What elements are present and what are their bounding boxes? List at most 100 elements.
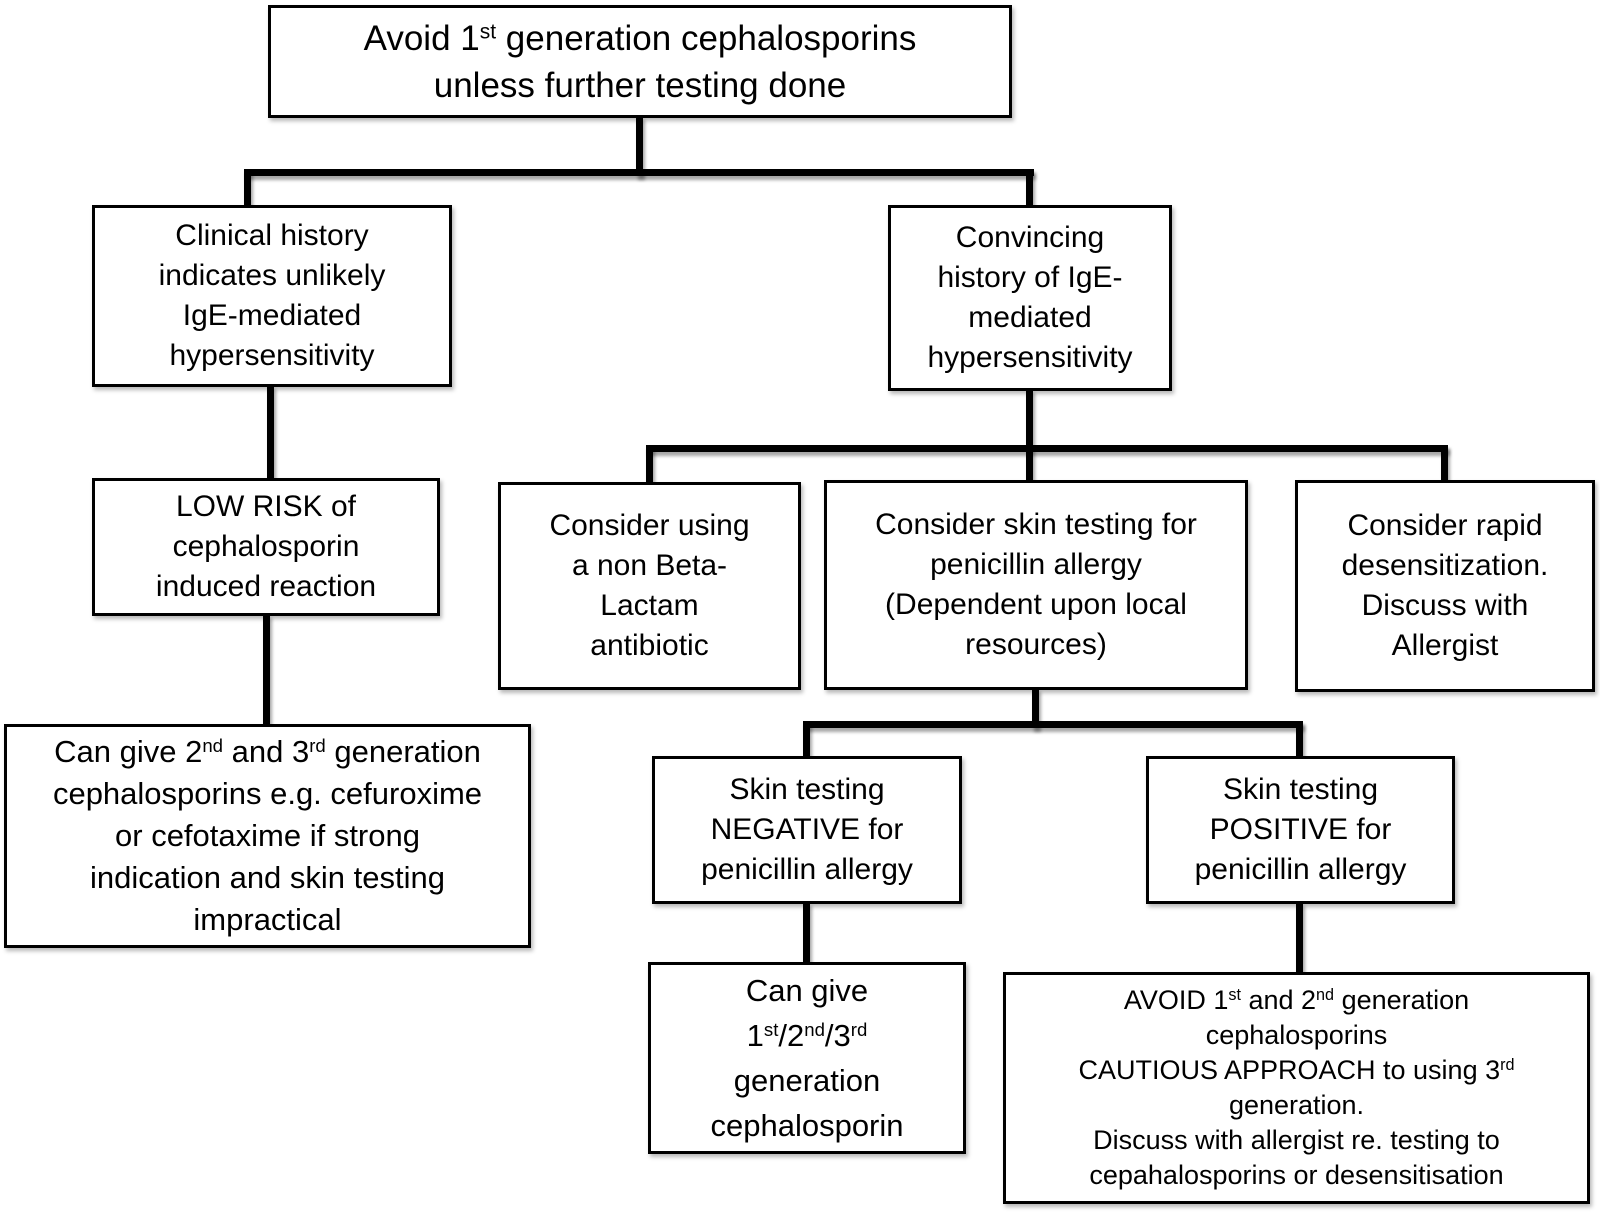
text-segment: Lactam xyxy=(600,589,699,622)
text-segment: generation cephalosporins xyxy=(496,18,917,58)
text-segment: Avoid 1 xyxy=(363,18,480,58)
text-segment: mediated xyxy=(968,301,1092,334)
text-segment: cephalosporin xyxy=(172,530,360,563)
connector-drop-rapid xyxy=(1441,445,1448,482)
text-line: mediated xyxy=(968,298,1091,338)
text-line: Discuss with xyxy=(1362,586,1529,626)
text-line: cephalosporins e.g. cefuroxime xyxy=(53,773,482,815)
connector-skintesting-stem xyxy=(1032,688,1039,728)
text-segment: generation xyxy=(1334,985,1470,1015)
text-line: generation. xyxy=(1229,1088,1364,1123)
text-line: induced reaction xyxy=(156,567,376,607)
superscript-ordinal: nd xyxy=(1316,986,1335,1005)
text-line: generation xyxy=(734,1058,881,1103)
text-line: Convincing xyxy=(956,218,1104,258)
text-segment: or cefotaxime if strong xyxy=(115,818,420,853)
text-segment: POSITIVE for xyxy=(1209,813,1392,846)
text-segment: (Dependent upon local xyxy=(885,588,1187,621)
text-line: CAUTIOUS APPROACH to using 3rd xyxy=(1078,1053,1514,1088)
text-segment: impractical xyxy=(193,902,342,937)
connector-level2-horizontal xyxy=(646,445,1448,452)
text-line: hypersensitivity xyxy=(169,336,374,376)
text-line: POSITIVE for xyxy=(1210,810,1392,850)
text-line: antibiotic xyxy=(590,626,708,666)
text-line: indicates unlikely xyxy=(159,256,386,296)
text-segment: /3 xyxy=(824,1018,851,1053)
connector-lowrisk-to-cangive xyxy=(263,614,270,726)
connector-positive-to-avoid xyxy=(1296,902,1303,974)
text-segment: generation xyxy=(325,734,481,769)
text-segment: Allergist xyxy=(1391,629,1499,662)
connector-drop-positive xyxy=(1296,721,1303,758)
text-line: (Dependent upon local xyxy=(885,585,1187,625)
connector-level1-horizontal xyxy=(244,169,1034,176)
connector-convincing-stem xyxy=(1026,389,1033,484)
text-segment: and 2 xyxy=(1240,985,1317,1015)
text-segment: Skin testing xyxy=(729,773,885,806)
text-line: cephalosporin xyxy=(710,1103,903,1148)
text-line: Discuss with allergist re. testing to xyxy=(1093,1123,1500,1158)
text-segment: hypersensitivity xyxy=(927,341,1133,374)
text-segment: cephalosporins e.g. cefuroxime xyxy=(52,776,483,811)
text-line: history of IgE- xyxy=(937,258,1122,298)
text-segment: history of IgE- xyxy=(937,261,1123,294)
text-line: Consider rapid xyxy=(1347,506,1542,546)
text-segment: Discuss with xyxy=(1361,589,1529,622)
text-line: impractical xyxy=(193,899,341,941)
text-line: unless further testing done xyxy=(434,62,846,109)
connector-drop-nonbeta xyxy=(646,445,653,483)
text-segment: cephalosporin xyxy=(710,1108,904,1143)
text-line: cephalosporins xyxy=(1206,1018,1388,1053)
text-line: desensitization. xyxy=(1342,546,1549,586)
text-segment: Consider using xyxy=(549,509,750,542)
text-line: Lactam xyxy=(600,586,698,626)
superscript-ordinal: st xyxy=(479,19,497,43)
text-segment: penicillin allergy xyxy=(930,548,1142,581)
connector-drop-convincing xyxy=(1026,169,1033,207)
text-line: a non Beta- xyxy=(572,546,727,586)
text-segment: desensitization. xyxy=(1341,549,1549,582)
text-line: Consider skin testing for xyxy=(875,505,1197,545)
text-line: 1st/2nd/3rd xyxy=(747,1013,868,1058)
text-segment: indicates unlikely xyxy=(158,259,386,292)
superscript-ordinal: rd xyxy=(1500,1056,1515,1075)
node-avoid-first-generation: Avoid 1st generation cephalosporins unles… xyxy=(268,5,1012,118)
text-segment: AVOID 1 xyxy=(1123,985,1229,1015)
text-segment: cepahalosporins or desensitisation xyxy=(1089,1160,1504,1190)
text-line: penicillin allergy xyxy=(930,545,1142,585)
superscript-ordinal: st xyxy=(763,1018,779,1040)
text-segment: hypersensitivity xyxy=(169,339,375,372)
text-line: Skin testing xyxy=(729,770,884,810)
text-segment: induced reaction xyxy=(155,570,377,603)
text-segment: and 3 xyxy=(223,734,310,769)
connector-level3-horizontal xyxy=(803,721,1303,728)
text-line: resources) xyxy=(965,625,1107,665)
text-segment: cephalosporins xyxy=(1205,1020,1388,1050)
text-segment: resources) xyxy=(965,628,1107,661)
connector-drop-negative xyxy=(803,721,810,758)
text-line: cephalosporin xyxy=(173,527,360,567)
text-line: Skin testing xyxy=(1223,770,1378,810)
superscript-ordinal: rd xyxy=(309,734,326,756)
text-segment: unless further testing done xyxy=(433,65,847,105)
text-line: cepahalosporins or desensitisation xyxy=(1089,1158,1503,1193)
text-segment: a non Beta- xyxy=(571,549,728,582)
text-line: Consider using xyxy=(549,506,749,546)
connector-clinical-to-lowrisk xyxy=(267,385,274,480)
text-segment: Skin testing xyxy=(1222,773,1379,806)
text-segment: /2 xyxy=(778,1018,805,1053)
text-segment: Can give 2 xyxy=(54,734,203,769)
text-segment: Clinical history xyxy=(175,219,369,252)
text-segment: Can give xyxy=(745,973,869,1008)
text-segment: CAUTIOUS APPROACH to using 3 xyxy=(1078,1055,1501,1085)
text-line: indication and skin testing xyxy=(90,857,445,899)
text-segment: indication and skin testing xyxy=(89,860,445,895)
